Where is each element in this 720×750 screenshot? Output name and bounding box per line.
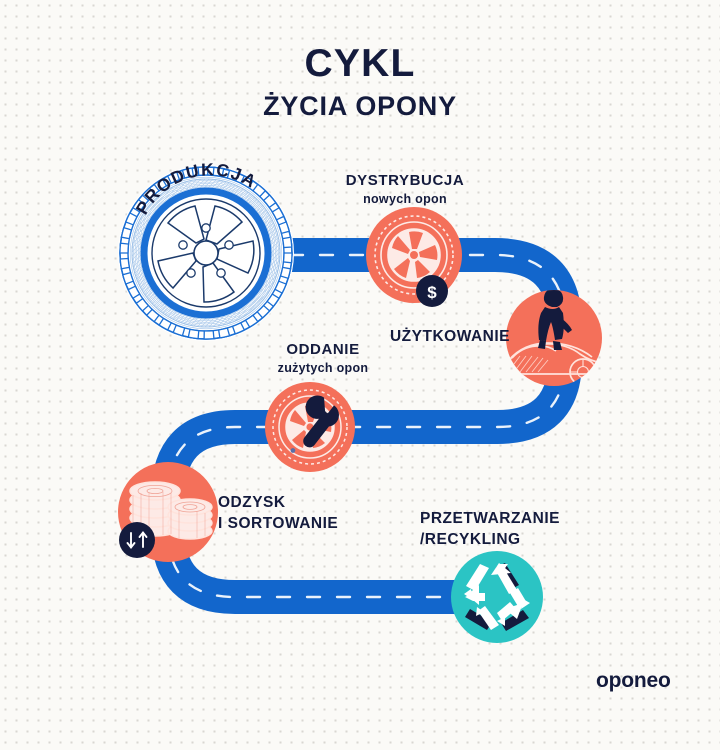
rim-icon-art [392, 231, 438, 278]
oddanie-node [265, 382, 355, 472]
title-line-1: CYKL [304, 42, 416, 85]
stage-label-line2: nowych opon [363, 191, 447, 206]
stage-label-oddanie: ODDANIE zużytych opon [228, 341, 418, 375]
produkcja-node: PRODUKCJA [118, 159, 294, 341]
svg-text:$: $ [427, 283, 437, 302]
stacked-tires-icon [129, 481, 213, 540]
odzysk-node [118, 462, 218, 562]
sorting-arrows-badge-icon [119, 522, 155, 558]
stage-label-uzytkowanie: UŻYTKOWANIE [355, 328, 545, 346]
stage-label-line1: ODZYSK [218, 494, 286, 511]
stage-label-line1: PRZETWARZANIE [420, 510, 560, 527]
dollar-badge-icon: $ [416, 275, 448, 307]
stage-label-odzysk: ODZYSK I SORTOWANIE [218, 494, 418, 534]
recykling-node [451, 551, 543, 643]
stage-label-line1: ODDANIE [286, 341, 360, 358]
car-with-person-icon [506, 290, 602, 386]
dystrybucja-node: $ [366, 207, 462, 307]
brand-logo: oponeo [596, 669, 671, 692]
person-figure [538, 290, 572, 350]
page-title: CYKL ŻYCIA OPONY [0, 44, 720, 122]
stage-label-line2: /RECYKLING [420, 531, 521, 549]
title-line-2: ŻYCIA OPONY [263, 90, 457, 121]
stage-label-line2: I SORTOWANIE [218, 515, 339, 533]
rim-spokes [157, 205, 255, 303]
stage-label-line2: zużytych opon [277, 360, 369, 375]
stage-label-line1: UŻYTKOWANIE [389, 328, 511, 345]
recycling-symbol-icon [464, 563, 530, 631]
stage-label-dystrybucja: DYSTRYBUCJA nowych opon [300, 172, 510, 206]
stage-label-recykling: PRZETWARZANIE /RECYKLING [420, 510, 630, 550]
wrench-icon [290, 395, 339, 453]
uzytkowanie-node [506, 290, 602, 386]
stage-label-line1: DYSTRYBUCJA [345, 172, 465, 189]
